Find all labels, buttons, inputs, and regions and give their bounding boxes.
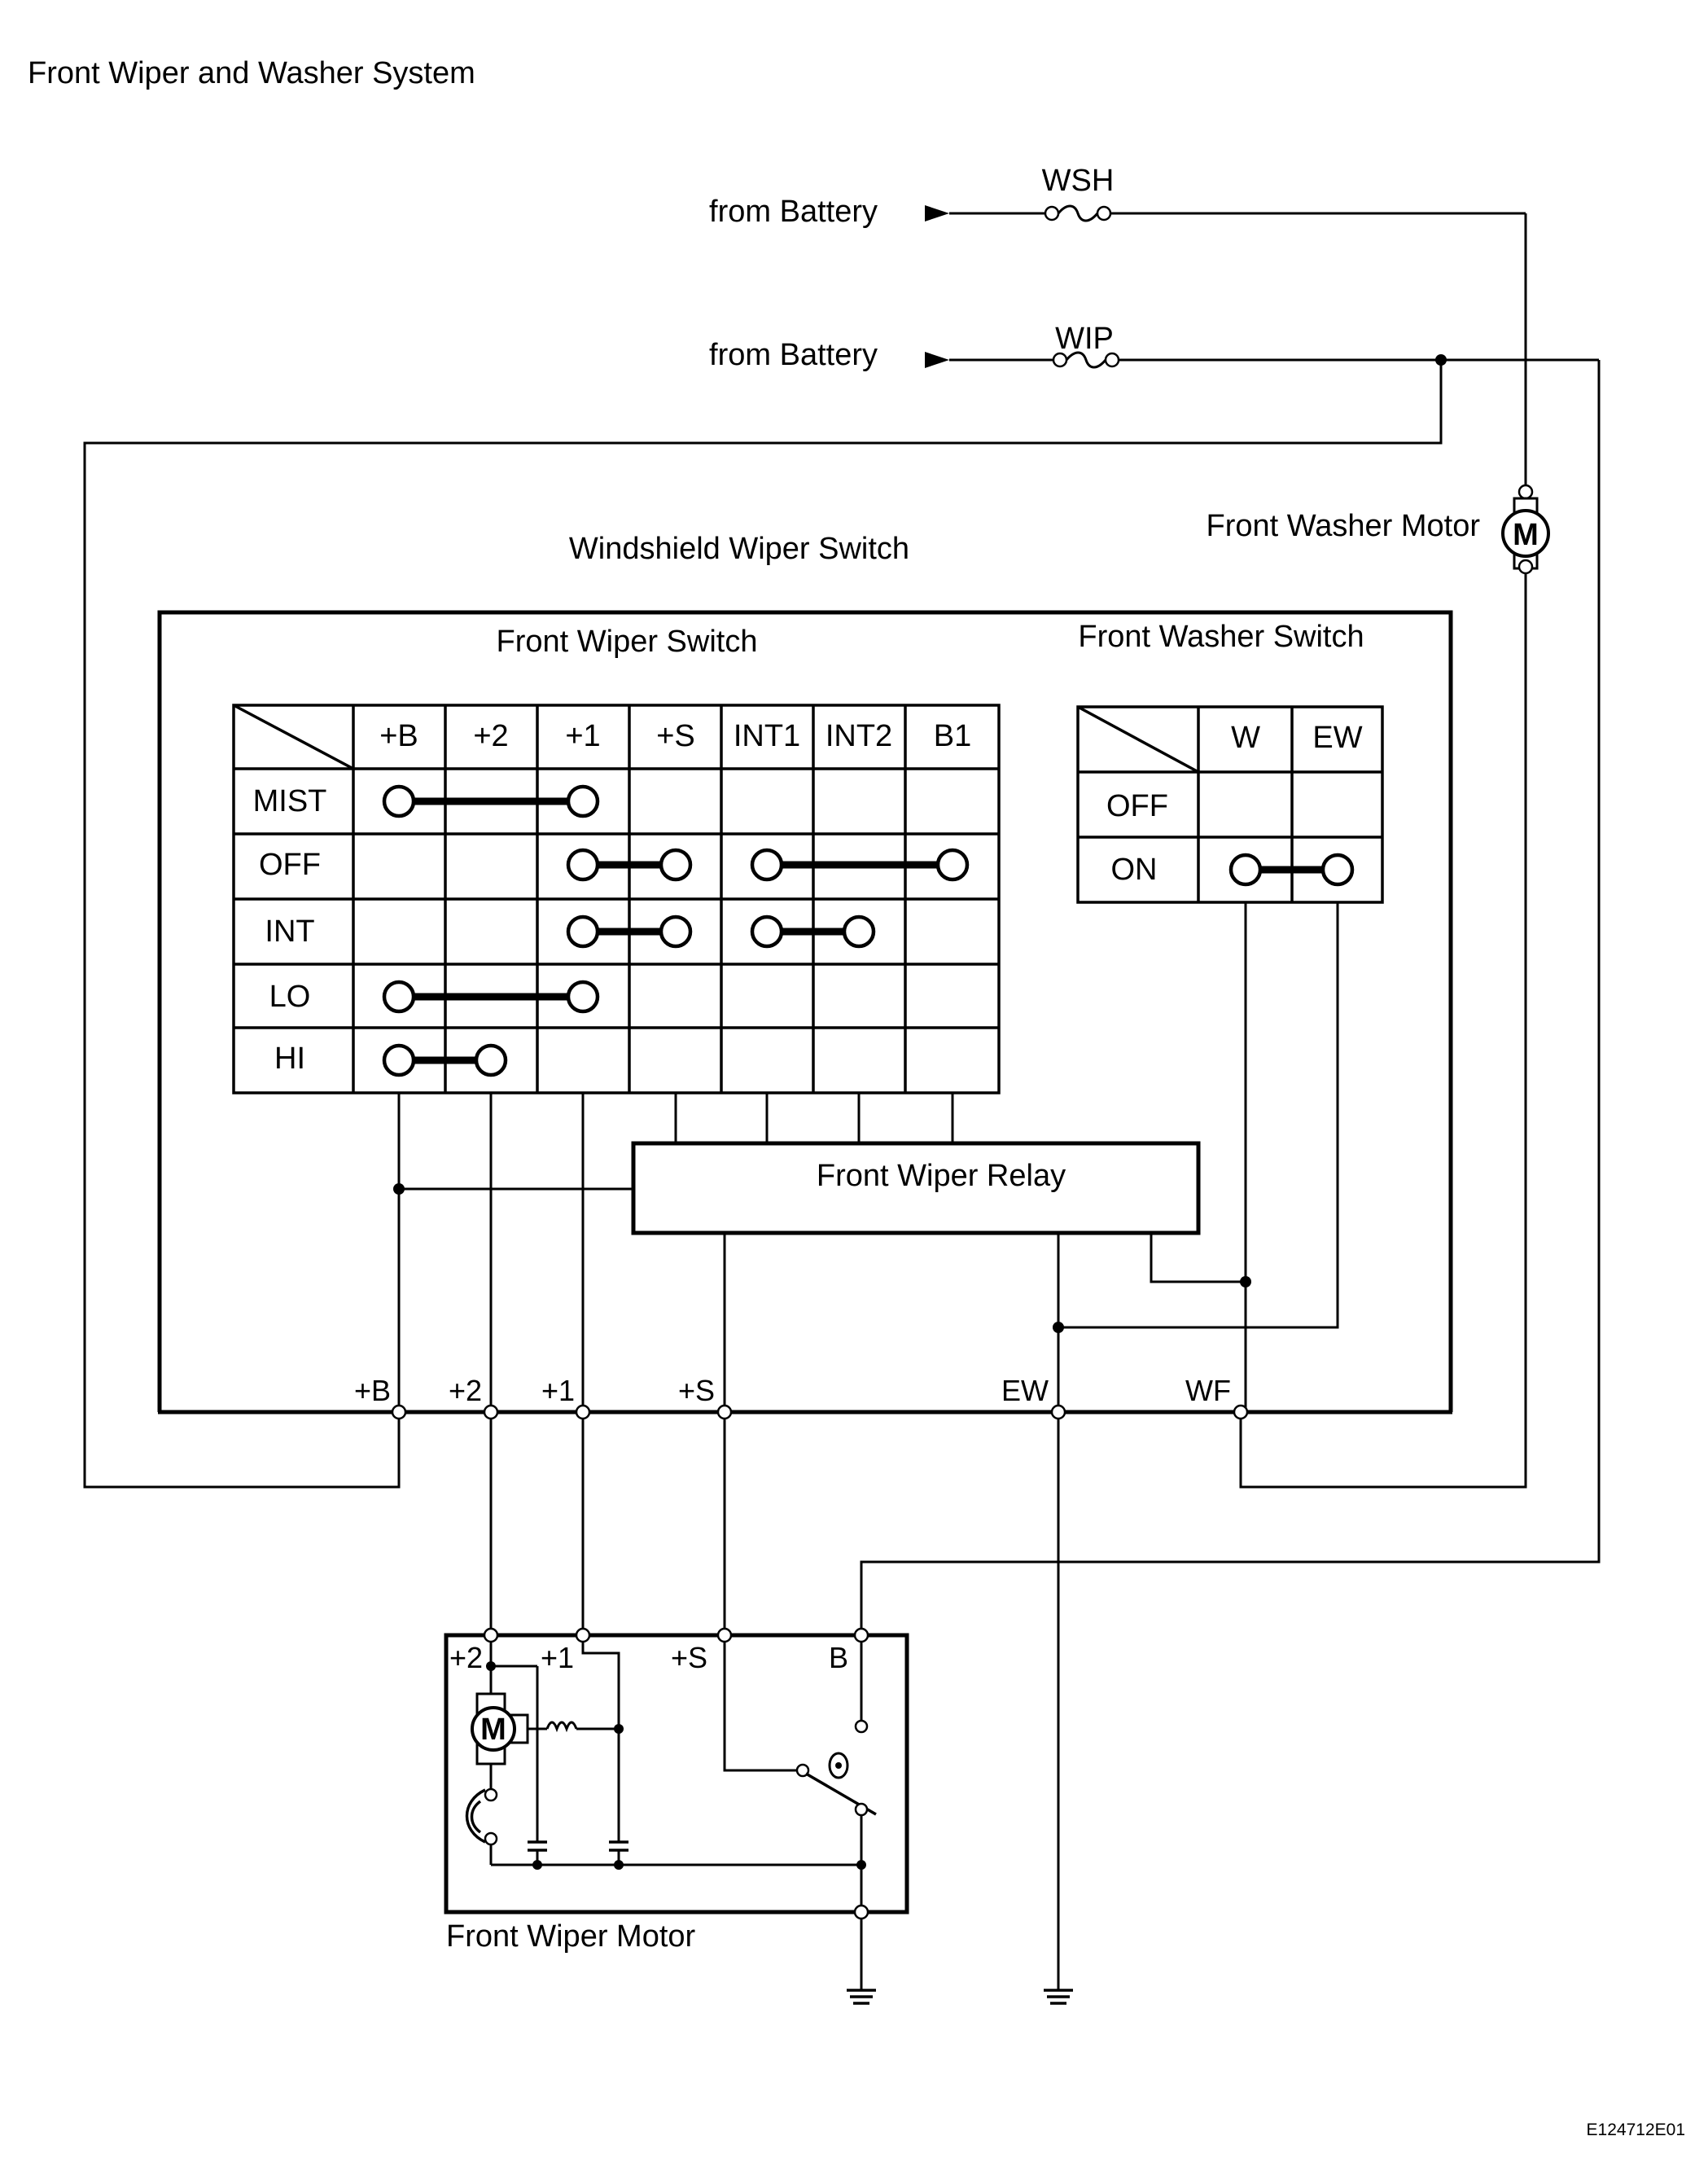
motor-term-b: B (829, 1641, 848, 1674)
switch-housing (157, 610, 1453, 1412)
diagram-title: Front Wiper and Washer System (28, 56, 475, 90)
wiper-row-hi: HI (274, 1042, 305, 1076)
wiper-motor-box (444, 1633, 909, 1915)
motor-term-plus2: +2 (449, 1641, 483, 1674)
wiper-motor-label: Front Wiper Motor (446, 1919, 696, 1954)
wiper-relay-label: Front Wiper Relay (817, 1159, 1066, 1193)
wiper-row-int: INT (265, 915, 314, 949)
wiper-col-plus2: +2 (473, 719, 508, 753)
continuity-mist (382, 784, 600, 818)
front-washer-switch-label: Front Washer Switch (1078, 620, 1364, 654)
wiper-switch-table: +B +2 +1 +S INT1 INT2 B1 MIST OFF INT LO… (232, 704, 1001, 1094)
switch-term-plus1: +1 (541, 1374, 575, 1407)
switch-connector-points (391, 1404, 1249, 1420)
continuity-off-1 (566, 848, 693, 882)
washer-col-w: W (1231, 721, 1260, 755)
washer-col-ew: EW (1312, 721, 1362, 755)
ground-switch-ew (1044, 1987, 1073, 2005)
continuity-off-2 (750, 848, 970, 882)
from-battery-label-1: from Battery (709, 195, 878, 229)
washer-row-off: OFF (1106, 789, 1168, 823)
washer-motor-label: Front Washer Motor (1207, 509, 1481, 543)
switch-term-plus2: +2 (449, 1374, 482, 1407)
wiper-row-off: OFF (259, 848, 321, 882)
fuse-wsh (949, 204, 1526, 222)
continuity-int-2 (750, 915, 876, 949)
wiper-col-int2: INT2 (826, 719, 892, 753)
continuity-lo (382, 980, 600, 1014)
battery-arrow-1 (925, 205, 949, 222)
wiper-motor-m: M (480, 1713, 506, 1747)
wiper-col-plus1: +1 (565, 719, 600, 753)
switch-term-pluss: +S (678, 1374, 715, 1407)
wiper-col-b1: B1 (934, 719, 971, 753)
wiper-col-plusb: +B (379, 719, 418, 753)
front-wiper-switch-label: Front Wiper Switch (497, 625, 758, 659)
motor-term-plus1: +1 (541, 1641, 574, 1674)
wiper-row-lo: LO (269, 980, 311, 1014)
continuity-washer-on (1228, 853, 1355, 887)
fuse-wip (949, 351, 1599, 369)
switch-term-plusb: +B (354, 1374, 391, 1407)
from-battery-label-2: from Battery (709, 338, 878, 372)
wiper-row-mist: MIST (253, 784, 327, 818)
continuity-hi (382, 1043, 508, 1077)
fuse-label-wip: WIP (1055, 322, 1114, 356)
washer-switch-table: W EW OFF ON (1076, 705, 1384, 904)
wiper-col-pluss: +S (656, 719, 695, 753)
figure-id: E124712E01 (1587, 2121, 1685, 2139)
switch-term-ew: EW (1001, 1374, 1049, 1407)
wiper-col-int1: INT1 (734, 719, 800, 753)
motor-term-pluss: +S (671, 1641, 707, 1674)
ground-motor (847, 1919, 876, 2005)
windshield-switch-label: Windshield Wiper Switch (569, 532, 909, 566)
washer-row-on: ON (1111, 853, 1158, 887)
svg-text:M: M (1513, 518, 1539, 552)
fuse-label-wsh: WSH (1042, 164, 1115, 198)
battery-arrow-2 (925, 352, 949, 368)
continuity-int-1 (566, 915, 693, 949)
washer-motor-symbol: M (1501, 484, 1550, 575)
switch-term-wf: WF (1185, 1374, 1231, 1407)
motor-internal-circuit: M (465, 1642, 877, 1920)
